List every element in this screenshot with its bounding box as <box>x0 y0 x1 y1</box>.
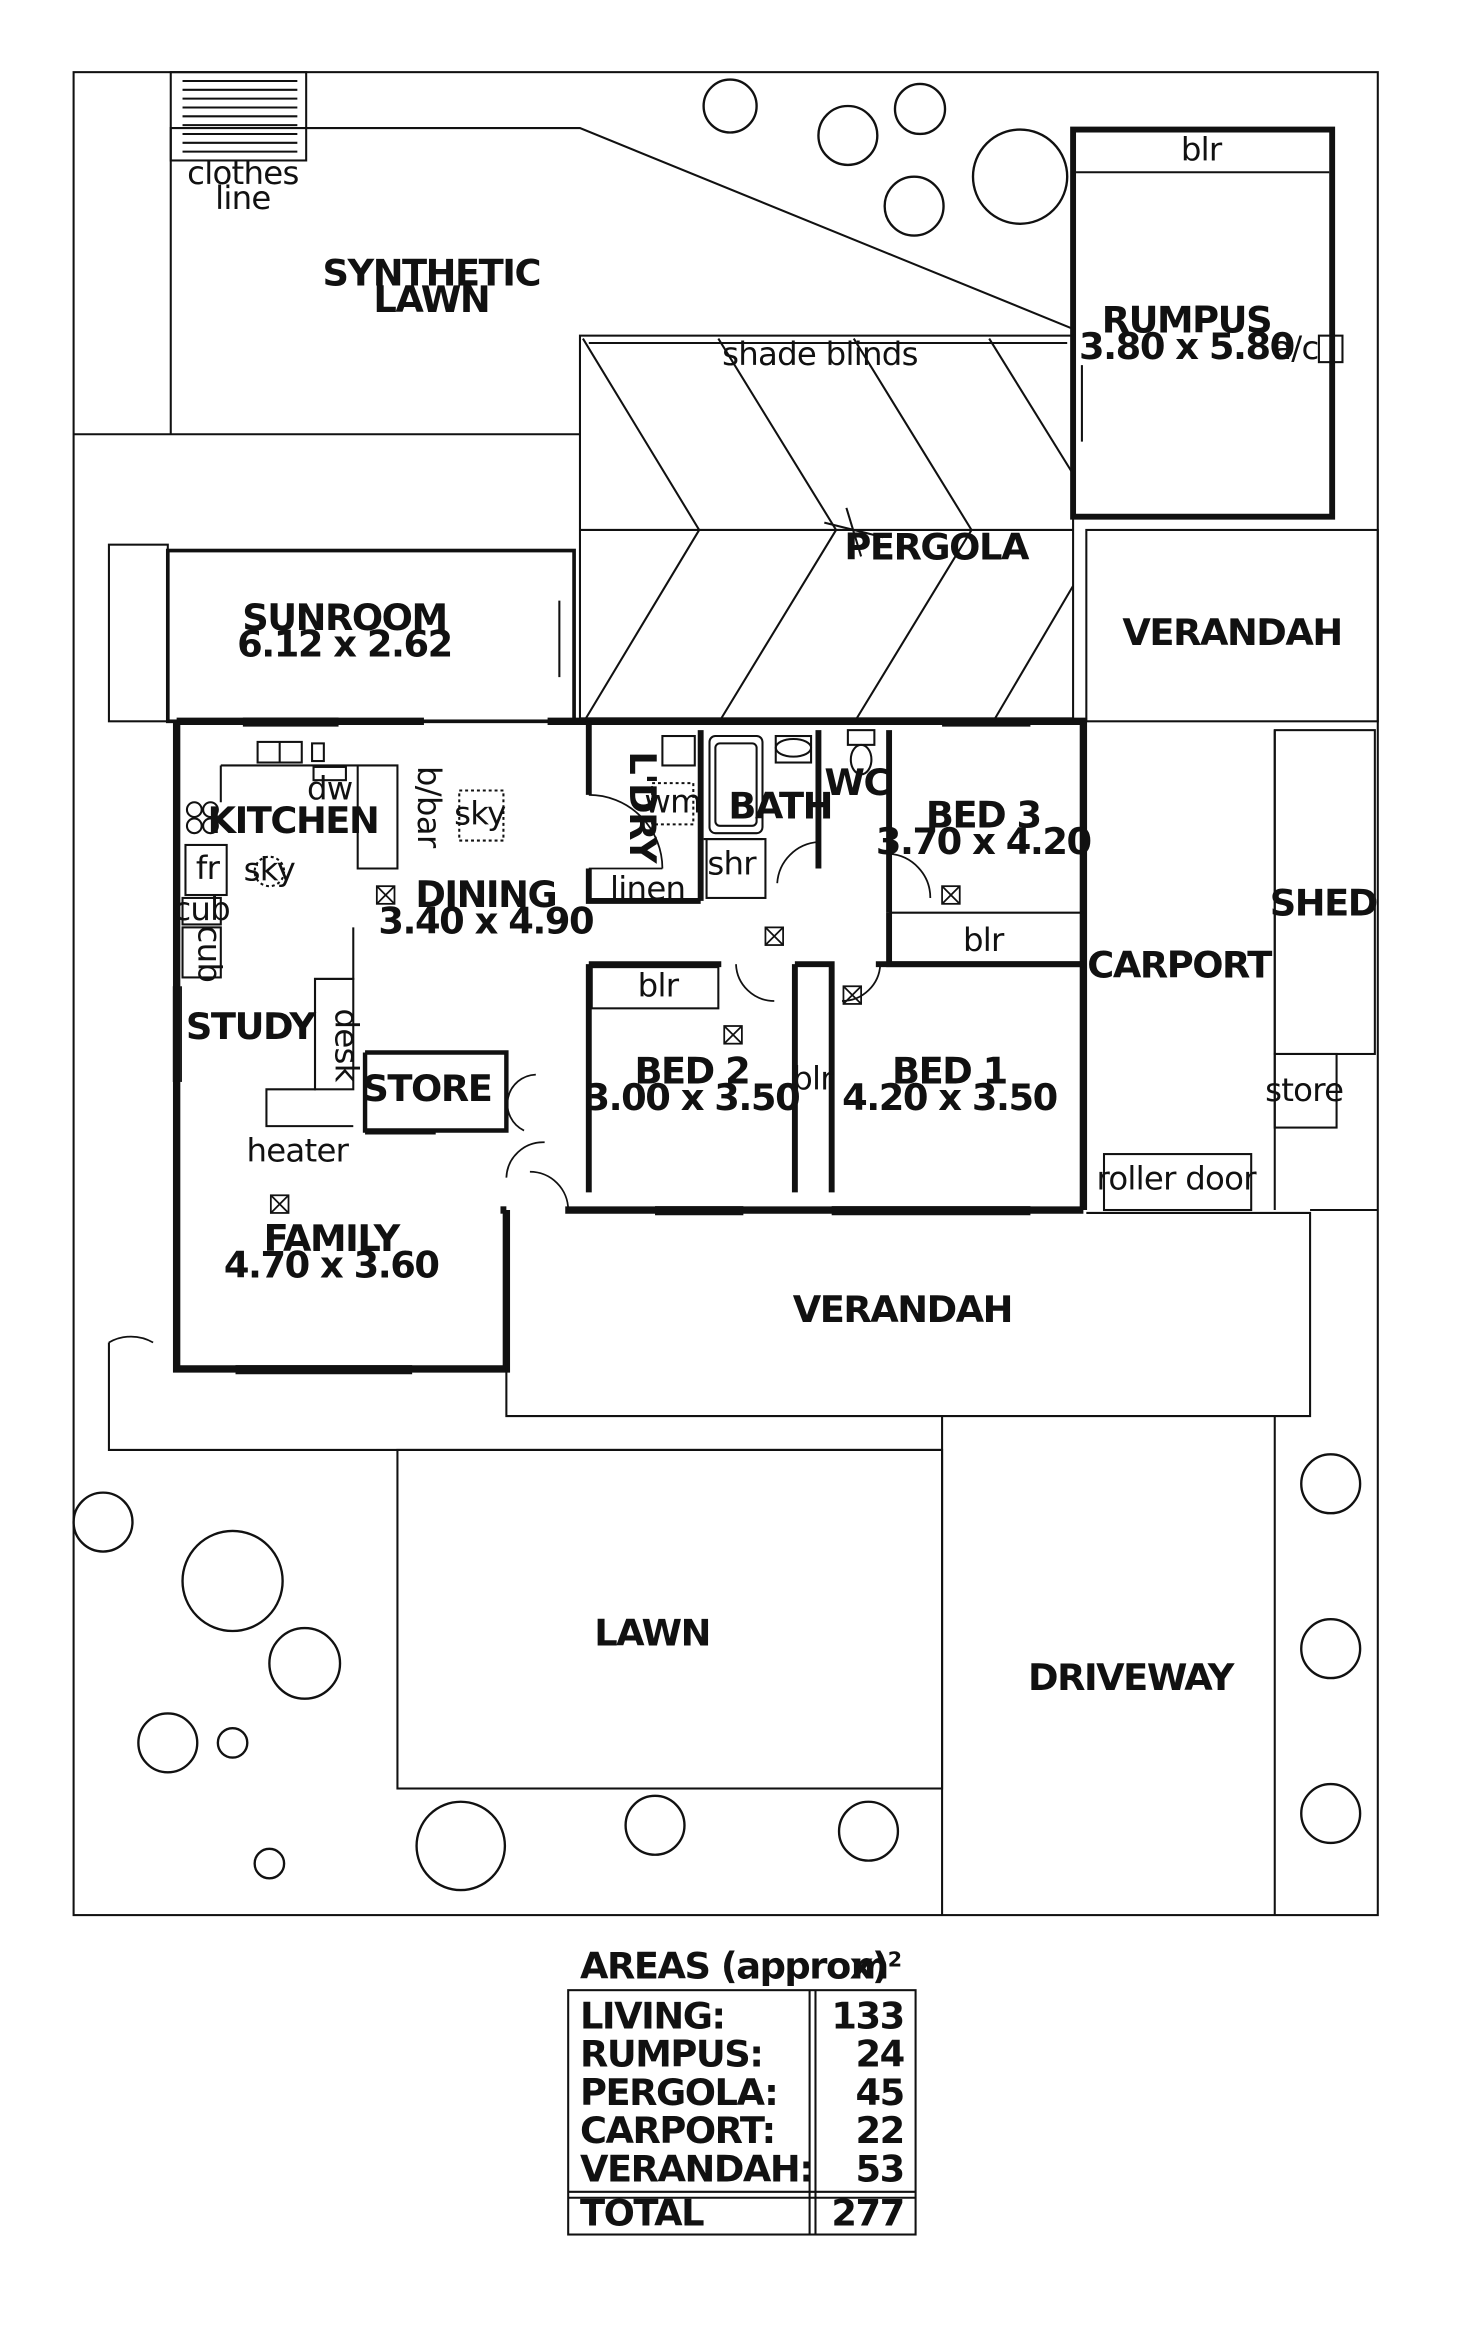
rumpus-blr-label: blr <box>1181 130 1223 168</box>
kitchen-cub-1-label: cub <box>173 890 230 928</box>
dining-sky-label: sky <box>454 794 506 832</box>
verandah-south-label: VERANDAH <box>793 1288 1012 1331</box>
areas-row-label: PERGOLA: <box>580 2071 777 2114</box>
rumpus-ac-label: a/c <box>1272 329 1318 367</box>
rumpus-dims: 3.80 x 5.80 <box>1079 325 1294 368</box>
synthetic-lawn-outline <box>169 127 1073 435</box>
areas-total-value: 277 <box>831 2192 903 2235</box>
rumpus-label: RUMPUS <box>1102 299 1271 342</box>
windows <box>172 717 1031 1375</box>
kitchen-dw-label: dw <box>307 769 353 807</box>
areas-row-value: 22 <box>856 2109 904 2152</box>
synthetic-lawn-label-2: LAWN <box>373 278 489 321</box>
verandah-east-label: VERANDAH <box>1122 611 1341 654</box>
shed-label: SHED <box>1270 882 1377 925</box>
areas-table: AREAS (approx) m2 LIVING: 133 RUMPUS: 24… <box>580 1944 905 2235</box>
clothes-line <box>169 71 308 162</box>
areas-total-label: TOTAL <box>580 2192 704 2235</box>
areas-row-value: 24 <box>856 2033 904 2076</box>
heater-label: heater <box>246 1131 349 1169</box>
areas-title: AREAS (approx) <box>580 1944 887 1987</box>
areas-row-label: LIVING: <box>580 1994 725 2037</box>
kitchen-cub-2-label: cub <box>191 926 229 983</box>
kitchen-fr-label: fr <box>196 849 221 887</box>
areas-table-frame <box>567 1989 917 2236</box>
study-desk-label: desk <box>328 1009 366 1083</box>
areas-row-label: RUMPUS: <box>580 2033 763 2076</box>
shade-blinds-label: shade blinds <box>722 335 918 373</box>
room-labels: clothes line SYNTHETIC LAWN blr RUMPUS 3… <box>173 130 1378 1699</box>
bed1-blr-label: blr <box>792 1059 834 1097</box>
bed2-label: BED 2 <box>634 1049 749 1092</box>
laundry-linen-label: linen <box>610 869 685 907</box>
bed3-blr-label: blr <box>963 921 1005 959</box>
kitchen-bbar-label: b/bar <box>410 766 448 849</box>
family-dims: 4.70 x 3.60 <box>224 1244 439 1287</box>
carport-label: CARPORT <box>1087 943 1272 986</box>
areas-unit: m2 <box>851 1944 901 1987</box>
pergola-label: PERGOLA <box>844 525 1030 568</box>
synthetic-lawn-label-1: SYNTHETIC <box>323 252 541 295</box>
dining-label: DINING <box>415 873 556 916</box>
door-swings <box>108 794 932 1344</box>
interior-walls <box>585 721 1084 1193</box>
areas-row-value: 45 <box>856 2071 904 2114</box>
areas-row-label: CARPORT: <box>580 2109 775 2152</box>
driveway-label: DRIVEWAY <box>1028 1656 1235 1699</box>
bath-label: BATH <box>728 784 832 827</box>
clothes-line-label-2: line <box>215 179 270 217</box>
bed3-dims: 3.70 x 4.20 <box>876 820 1091 863</box>
kitchen-sky-label: sky <box>244 850 296 888</box>
bath-shr-label: shr <box>707 844 757 882</box>
bed1-dims: 4.20 x 3.50 <box>842 1076 1057 1119</box>
sunroom-dims: 6.12 x 2.62 <box>237 623 452 666</box>
areas-row-value: 53 <box>856 2148 904 2191</box>
sunroom-label: SUNROOM <box>242 596 446 639</box>
bed1-label: BED 1 <box>892 1049 1007 1092</box>
dining-dims: 3.40 x 4.90 <box>378 899 593 942</box>
exhaust-fans <box>269 885 961 1214</box>
lawn-label: LAWN <box>594 1612 710 1655</box>
areas-row-value: 133 <box>831 1994 903 2037</box>
clothes-line-label-1: clothes <box>187 154 298 192</box>
bed2-blr-label: blr <box>638 967 680 1005</box>
areas-row-label: VERANDAH: <box>580 2148 813 2191</box>
store-label: STORE <box>362 1067 491 1110</box>
laundry-wm-label: wm <box>644 783 701 821</box>
study-label: STUDY <box>186 1005 316 1048</box>
family-label: FAMILY <box>264 1217 401 1260</box>
wc-label: WC <box>824 761 889 804</box>
site-boundary <box>72 71 1379 1917</box>
bed3-label: BED 3 <box>926 793 1041 836</box>
trees <box>72 78 1362 1892</box>
shed-store-label: store <box>1265 1071 1343 1109</box>
kitchen-label: KITCHEN <box>208 799 379 842</box>
roller-door-label: roller door <box>1096 1159 1257 1197</box>
rumpus-walls <box>1070 126 1336 520</box>
bed2-dims: 3.00 x 3.50 <box>584 1076 799 1119</box>
laundry-label: L'DRY <box>621 751 664 864</box>
